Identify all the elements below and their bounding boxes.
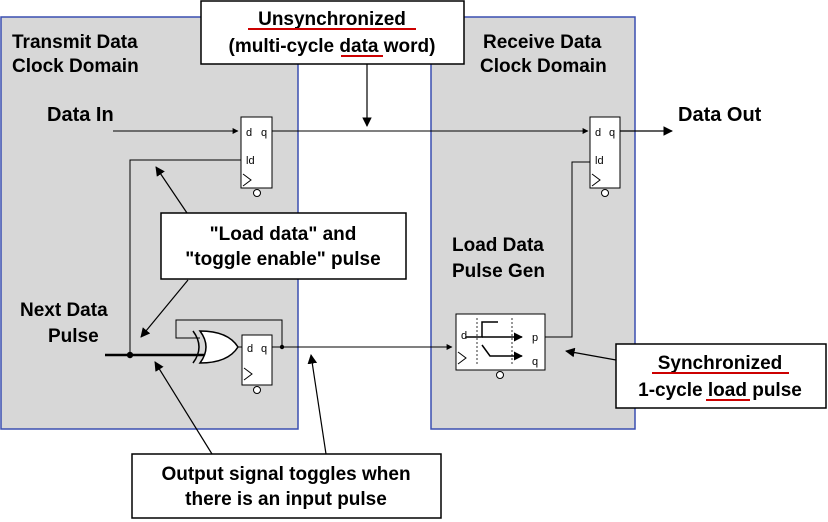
unsync-callout: Unsynchronized (multi-cycle data word)	[200, 0, 465, 65]
next-data-label-1: Next Data	[20, 300, 108, 321]
load-callout-line2: "toggle enable" pulse	[185, 249, 380, 270]
toggle-ff-d-pin: d	[247, 343, 253, 355]
tx-reg-ld-pin: ld	[246, 155, 255, 167]
pulse-gen-block: d p q	[455, 313, 546, 379]
pulse-gen-label-1: Load Data	[452, 235, 544, 256]
rx-load-wire	[545, 161, 590, 338]
pulse-gen-q-pin: q	[532, 356, 538, 368]
tx-load-enable-wire	[129, 159, 241, 355]
receive-domain-title-2: Clock Domain	[480, 56, 607, 77]
toggle-flip-flop: d q	[241, 334, 273, 394]
sync-callout-line1: Synchronized	[658, 353, 783, 374]
load-callout-arrow-lower	[140, 279, 189, 338]
load-callout-arrow-upper	[155, 166, 188, 214]
pulse-gen-label-2: Pulse Gen	[452, 261, 545, 282]
receive-domain-title-1: Receive Data	[483, 32, 602, 53]
data-out-label: Data Out	[678, 104, 762, 126]
data-in-label: Data In	[47, 104, 114, 126]
output-callout-line1: Output signal toggles when	[161, 464, 410, 485]
load-callout: "Load data" and "toggle enable" pulse	[160, 212, 407, 280]
unsync-callout-line1: Unsynchronized	[258, 9, 406, 30]
next-data-label-2: Pulse	[48, 326, 99, 347]
pulse-gen-d-pin: d	[461, 330, 467, 342]
unsync-callout-line2: (multi-cycle data word)	[229, 36, 436, 57]
tx-reg-q-pin: q	[261, 127, 267, 139]
sync-callout-arrow	[565, 347, 617, 361]
tx-reg-d-pin: d	[246, 127, 252, 139]
tx-data-register: d q ld	[240, 116, 273, 197]
xor-gate	[192, 330, 239, 364]
output-callout-line2: there is an input pulse	[185, 489, 387, 510]
output-callout-arrow-right	[307, 354, 327, 455]
transmit-domain-title-1: Transmit Data	[12, 32, 138, 53]
sync-callout-line2: 1-cycle load pulse	[638, 380, 802, 401]
sync-callout: Synchronized 1-cycle load pulse	[615, 343, 827, 409]
rx-data-register: d q ld	[589, 116, 621, 197]
rx-reg-q-pin: q	[609, 127, 615, 139]
toggle-ff-q-pin: q	[261, 343, 267, 355]
junction-dot	[126, 351, 134, 359]
pulse-gen-p-pin: p	[532, 332, 538, 344]
rx-reg-d-pin: d	[595, 127, 601, 139]
transmit-domain-title-2: Clock Domain	[12, 56, 139, 77]
rx-reg-ld-pin: ld	[595, 155, 604, 167]
output-callout-arrow-left	[154, 361, 213, 455]
toggle-junction-dot	[279, 344, 285, 350]
load-callout-line1: "Load data" and	[210, 224, 357, 245]
output-callout: Output signal toggles when there is an i…	[131, 453, 442, 519]
